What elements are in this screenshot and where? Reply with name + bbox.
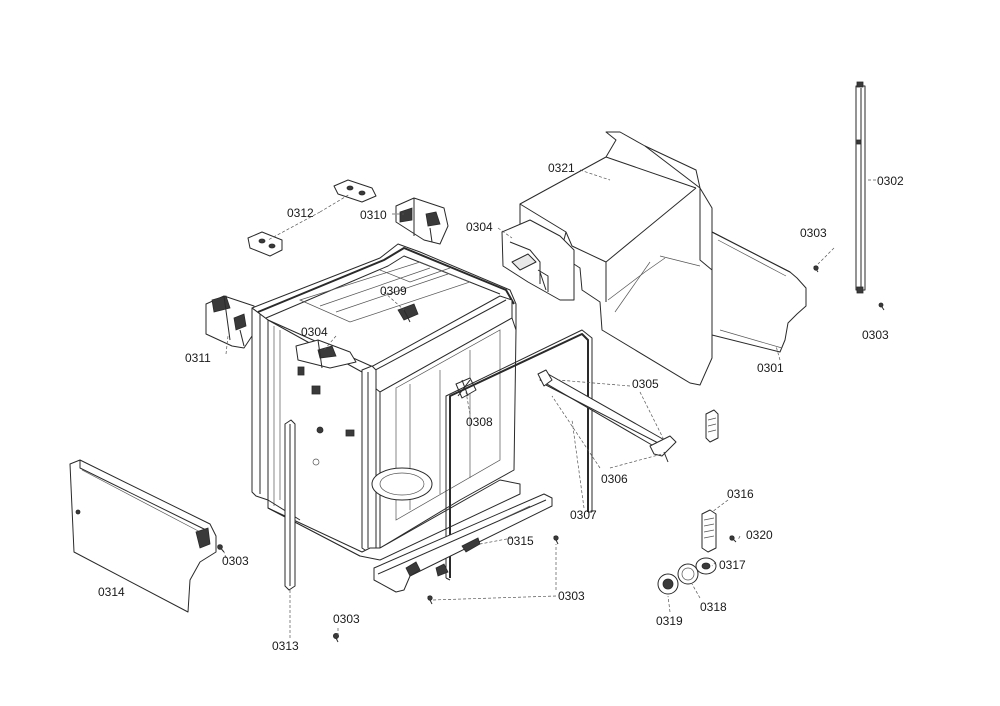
label-0302: 0302 xyxy=(877,174,904,188)
label-0318: 0318 xyxy=(700,600,727,614)
label-0313: 0313 xyxy=(272,639,299,653)
label-0303-right: 0303 xyxy=(800,226,827,240)
screw-0303-rail-left xyxy=(427,595,433,605)
screw-0320 xyxy=(729,535,737,543)
label-0303-bottom: 0303 xyxy=(333,612,360,626)
label-0308: 0308 xyxy=(466,415,493,429)
part-0302-rail xyxy=(855,81,866,294)
part-0304-bracket-left xyxy=(295,339,357,369)
label-0311: 0311 xyxy=(185,351,211,365)
part-0301-panel xyxy=(711,231,807,353)
label-0304-left: 0304 xyxy=(301,325,328,339)
label-0303-front-left: 0303 xyxy=(222,554,249,568)
part-0313-strip xyxy=(284,419,296,591)
label-0310: 0310 xyxy=(360,208,387,222)
screw-0303-right-bottom xyxy=(878,302,885,311)
part-0311-bracket xyxy=(205,295,257,349)
screw-0303-right xyxy=(813,265,819,273)
label-0305: 0305 xyxy=(632,377,659,391)
label-0312: 0312 xyxy=(287,206,314,220)
label-0321: 0321 xyxy=(548,161,575,175)
label-0306: 0306 xyxy=(601,472,628,486)
part-0305-rail xyxy=(537,369,677,463)
leader-lines xyxy=(223,169,876,638)
screw-0303-bottom xyxy=(332,633,339,643)
label-0317: 0317 xyxy=(719,558,746,572)
screw-0303-rail-right xyxy=(553,535,559,545)
label-0315: 0315 xyxy=(507,534,534,548)
part-0314-panel xyxy=(69,459,217,613)
part-0310-bracket xyxy=(395,197,449,245)
screw-0303-front-left xyxy=(217,544,225,553)
label-0319: 0319 xyxy=(656,614,683,628)
label-0301: 0301 xyxy=(757,361,784,375)
label-0307: 0307 xyxy=(570,508,597,522)
part-0312-clip-lower xyxy=(247,231,283,257)
label-0314: 0314 xyxy=(98,585,125,599)
label-0303-rail: 0303 xyxy=(862,328,889,342)
part-foot-upper xyxy=(705,409,719,443)
part-0319-disc xyxy=(657,573,679,595)
label-0316: 0316 xyxy=(727,487,754,501)
label-0303-rail-screws: 0303 xyxy=(558,589,585,603)
label-0320: 0320 xyxy=(746,528,773,542)
part-0321-cover xyxy=(519,131,713,386)
part-0312-clip-upper xyxy=(333,179,377,203)
part-0316-foot xyxy=(701,509,717,553)
part-0315-rail xyxy=(373,493,553,593)
part-0318-ring xyxy=(677,563,699,585)
part-0317-nut xyxy=(695,557,717,575)
label-0309: 0309 xyxy=(380,284,407,298)
part-0304-bracket-right xyxy=(501,219,575,301)
label-0304-right: 0304 xyxy=(466,220,493,234)
